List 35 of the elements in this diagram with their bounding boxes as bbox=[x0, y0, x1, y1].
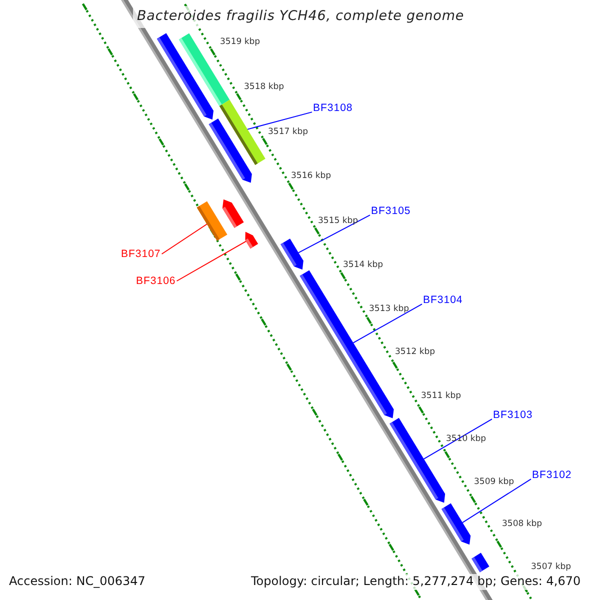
leader-line bbox=[247, 112, 312, 130]
scale-label: 3513 kbp bbox=[369, 305, 410, 315]
gene-block bbox=[300, 270, 394, 418]
gene-block bbox=[222, 199, 244, 228]
scale-label: 3519 kbp bbox=[220, 38, 260, 48]
gene-label: BF3107 bbox=[121, 248, 161, 260]
gene-block bbox=[208, 118, 252, 183]
gene-block bbox=[442, 503, 471, 545]
gene-block bbox=[472, 552, 490, 572]
scale-label: 3508 kbp bbox=[502, 520, 542, 530]
leader-line bbox=[176, 240, 246, 282]
gene-block bbox=[390, 418, 446, 503]
gene-label: BF3105 bbox=[371, 205, 411, 218]
gene-label: BF3102 bbox=[532, 469, 572, 482]
scale-label: 3516 kbp bbox=[291, 172, 332, 182]
leader-line bbox=[161, 224, 208, 254]
gene-block bbox=[196, 201, 228, 241]
leader-line bbox=[352, 304, 422, 344]
gene-label: BF3108 bbox=[313, 102, 353, 114]
gene-block bbox=[245, 232, 258, 249]
gene-label: BF3106 bbox=[136, 275, 176, 288]
leader-line bbox=[298, 214, 370, 254]
scale-label: 3509 kbp bbox=[474, 478, 514, 488]
gene-label: BF3104 bbox=[423, 294, 463, 306]
leader-line bbox=[423, 418, 492, 460]
scale-label: 3511 kbp bbox=[421, 392, 462, 402]
gene-block bbox=[280, 238, 304, 270]
scale-label: 3512 kbp bbox=[395, 348, 436, 358]
scale-label: 3517 kbp bbox=[268, 128, 308, 138]
scale-label: 3518 kbp bbox=[244, 83, 284, 93]
scale-label: 3515 kbp bbox=[318, 217, 358, 227]
scale-label: 3507 kbp bbox=[531, 563, 572, 573]
scale-label: 3514 kbp bbox=[343, 261, 384, 271]
gene-label: BF3103 bbox=[493, 409, 533, 422]
leader-line bbox=[462, 478, 532, 524]
